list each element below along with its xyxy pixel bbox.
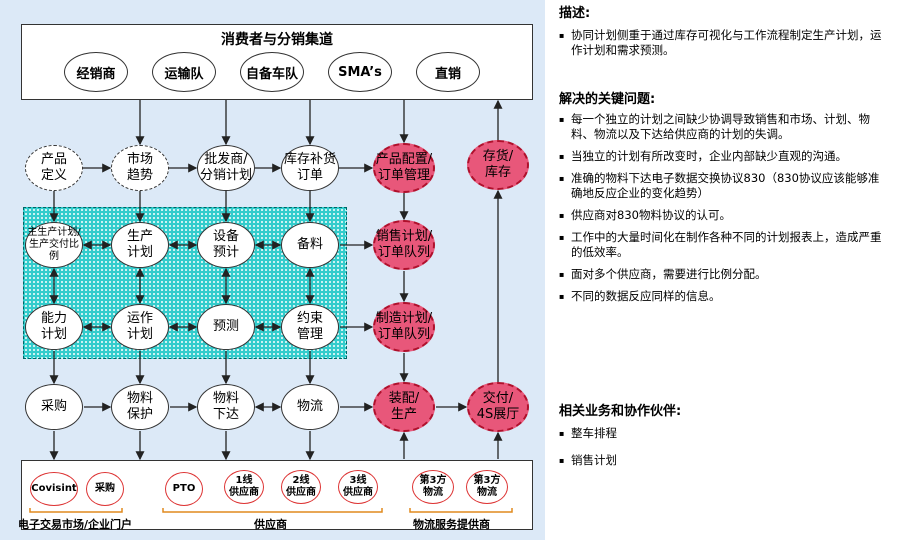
node-material-release: 物料 下达 (197, 384, 255, 430)
node-market-trend: 市场 趋势 (111, 145, 169, 191)
channel-smas: SMA’s (328, 52, 392, 92)
channel-direct: 直销 (416, 52, 480, 92)
supplier-tier3: 3线 供应商 (338, 470, 378, 504)
key-issue-item: 面对多个供应商，需要进行比例分配。 (557, 267, 887, 282)
channel-transport: 运输队 (152, 52, 216, 92)
node-purchasing: 采购 (25, 384, 83, 430)
node-sales-plan: 销售计划/ 订单队列 (373, 220, 435, 270)
partners-list: 整车排程 销售计划 (557, 426, 887, 475)
label-suppliers: 供应商 (254, 518, 287, 531)
node-equipment-estimate: 设备 预计 (197, 222, 255, 268)
channel-dealer: 经销商 (64, 52, 128, 92)
info-panel: 描述: 协同计划侧重于通过库存可视化与工作流程制定生产计划，运作计划和需求预测。… (555, 0, 895, 540)
key-issue-item: 当独立的计划有所改变时，企业内部缺少直观的沟通。 (557, 149, 887, 164)
key-issue-item: 每一个独立的计划之间缺少协调导致销售和市场、计划、物料、物流以及下达给供应商的计… (557, 112, 887, 142)
key-issue-item: 不同的数据反应同样的信息。 (557, 289, 887, 304)
supplier-3pl-2: 第3方 物流 (466, 470, 508, 504)
supplier-tier1: 1线 供应商 (224, 470, 264, 504)
node-material-protect: 物料 保护 (111, 384, 169, 430)
node-product-definition: 产品 定义 (25, 145, 83, 191)
supplier-covisint: Covisint (30, 472, 78, 506)
supplier-tier2: 2线 供应商 (281, 470, 321, 504)
description-list: 协同计划侧重于通过库存可视化与工作流程制定生产计划，运作计划和需求预测。 (557, 28, 887, 65)
consumer-channel-title: 消费者与分销集道 (221, 32, 333, 48)
partners-title: 相关业务和协作伙伴: (559, 404, 682, 419)
key-issues-list: 每一个独立的计划之间缺少协调导致销售和市场、计划、物料、物流以及下达给供应商的计… (557, 112, 887, 311)
node-material-prep: 备料 (281, 222, 339, 268)
key-issue-item: 工作中的大量时间化在制作各种不同的计划报表上，造成严重的低效率。 (557, 230, 887, 260)
collaborative-planning-diagram: 消费者与分销集道 经销商 运输队 自备车队 SMA’s 直销 产品 定义 市场 … (0, 0, 545, 540)
node-logistics: 物流 (281, 384, 339, 430)
node-product-config: 产品配置/ 订单管理 (373, 143, 435, 193)
node-master-schedule: 主生产计划/ 生产交付比例 (25, 222, 83, 268)
key-issue-item: 供应商对830物料协议的认可。 (557, 208, 887, 223)
node-production-plan: 生产 计划 (111, 222, 169, 268)
description-title: 描述: (559, 6, 591, 21)
label-logistics-providers: 物流服务提供商 (413, 518, 490, 531)
node-distribution-plan: 批发商/ 分销计划 (197, 145, 255, 191)
node-capacity-plan: 能力 计划 (25, 304, 83, 350)
node-inventory-replenish: 库存补货 订单 (281, 145, 339, 191)
node-delivery: 交付/ 4S展厅 (467, 382, 529, 432)
node-manufacturing-plan: 制造计划/ 订单队列 (373, 302, 435, 352)
label-emarket: 电子交易市场/企业门户 (18, 518, 133, 531)
node-forecast: 预测 (197, 304, 255, 350)
node-operation-plan: 运作 计划 (111, 304, 169, 350)
channel-own-fleet: 自备车队 (240, 52, 304, 92)
supplier-purchasing: 采购 (86, 472, 124, 506)
arrow-layer (29, 99, 513, 513)
node-constraint-mgmt: 约束 管理 (281, 304, 339, 350)
partner-item: 整车排程 (557, 426, 887, 441)
description-item: 协同计划侧重于通过库存可视化与工作流程制定生产计划，运作计划和需求预测。 (557, 28, 887, 58)
node-assembly: 装配/ 生产 (373, 382, 435, 432)
supplier-pto: PTO (165, 472, 203, 506)
supplier-3pl-1: 第3方 物流 (412, 470, 454, 504)
key-issue-item: 准确的物料下达电子数据交换协议830（830协议应该能够准确地反应企业的变化趋势… (557, 171, 887, 201)
partner-item: 销售计划 (557, 453, 887, 468)
key-issues-title: 解决的关键问题: (559, 92, 656, 107)
node-stock: 存货/ 库存 (467, 140, 529, 190)
